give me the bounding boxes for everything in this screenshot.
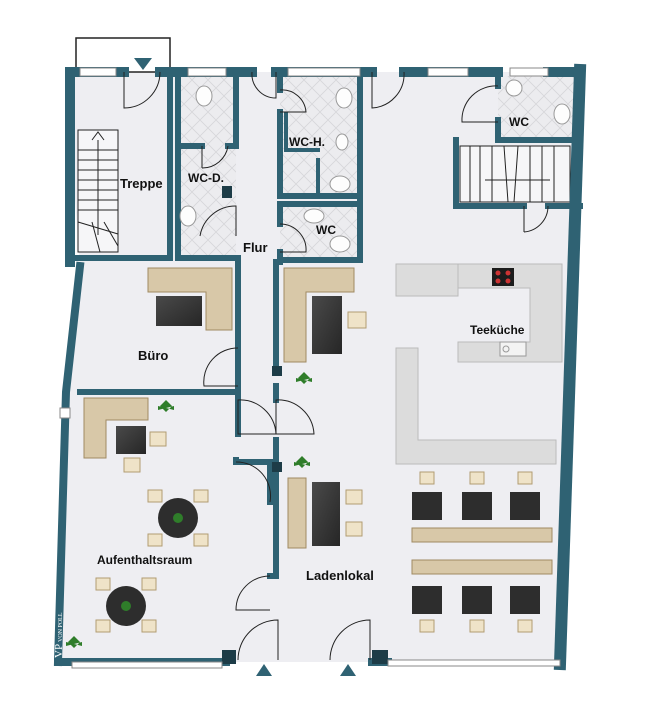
label-ladenlokal: Ladenlokal — [306, 568, 374, 583]
label-aufenthaltsraum: Aufenthaltsraum — [97, 553, 192, 567]
staircase-left — [77, 129, 119, 253]
doors — [123, 71, 549, 661]
svg-text:VP: VP — [53, 644, 65, 658]
label-wc-mid: WC — [316, 223, 336, 237]
pillar — [222, 186, 232, 198]
sink-icon — [499, 341, 527, 357]
basin-icon — [303, 133, 349, 224]
svg-text:VON POLL: VON POLL — [58, 612, 64, 642]
label-teekueche: Teeküche — [470, 323, 525, 337]
staircase-right — [459, 145, 571, 203]
label-flur: Flur — [243, 240, 268, 255]
vonpoll-logo: VP VON POLL — [53, 612, 65, 658]
buero-desk — [147, 267, 233, 331]
entrance-arrow-icon — [256, 664, 272, 676]
entrance-arrow-icon — [134, 58, 152, 70]
shop-tables — [411, 492, 553, 614]
cooktop-icon — [492, 268, 514, 286]
aufenthalt-desk — [83, 397, 167, 473]
entrance-arrow-icon — [340, 664, 356, 676]
label-wc-h: WC-H. — [289, 135, 325, 149]
plant-icon — [66, 372, 312, 648]
pillar — [272, 366, 282, 376]
shop-desk — [287, 477, 363, 549]
windows — [59, 67, 561, 669]
pillar — [372, 650, 388, 664]
round-table — [95, 577, 157, 633]
kitchen-counters — [395, 263, 563, 465]
flur-desk — [283, 267, 367, 363]
entrance-landing — [75, 37, 171, 73]
label-wc-d: WC-D. — [188, 171, 224, 185]
label-buero: Büro — [138, 348, 168, 363]
round-table — [147, 489, 209, 547]
pillar — [272, 462, 282, 472]
pillar — [222, 650, 236, 664]
label-treppe: Treppe — [120, 176, 163, 191]
toilet-icon — [179, 79, 571, 253]
shop-chairs — [419, 471, 533, 633]
label-wc-top: WC — [509, 115, 529, 129]
